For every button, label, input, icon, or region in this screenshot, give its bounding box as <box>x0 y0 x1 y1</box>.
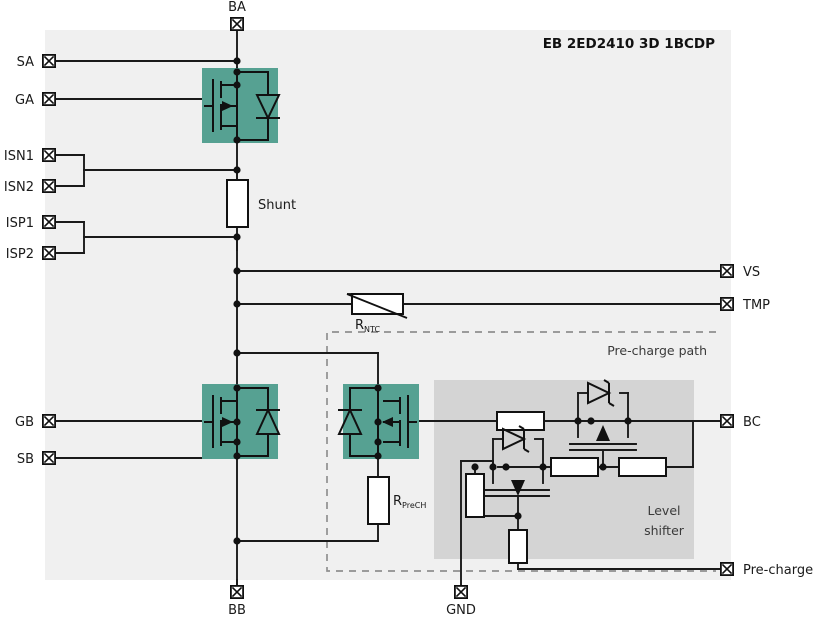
pad-TMP[interactable] <box>720 297 734 311</box>
terminal-label-BA: BA <box>228 0 246 15</box>
pad-GND[interactable] <box>454 585 468 599</box>
dot-pcfet-src2 <box>374 452 382 460</box>
terminal-label-ISN2: ISN2 <box>4 180 34 195</box>
ls-resistor-pulldown <box>465 473 485 518</box>
terminal-label-VS: VS <box>743 265 760 280</box>
ls-resistor-bottom <box>508 529 528 564</box>
dot-ls-l-pd <box>471 463 479 471</box>
mosfet-block-a <box>202 68 278 143</box>
dot-ls-u-mid <box>599 463 607 471</box>
dot-ls-u-right <box>624 417 632 425</box>
shunt-resistor <box>226 179 249 228</box>
rntc-label-sub: NTC <box>364 325 380 334</box>
mosfet-b-diode-triangle <box>255 407 281 435</box>
ls-zener-upper-triangle <box>587 381 612 405</box>
shunt-label: Shunt <box>258 198 296 213</box>
ls-zener-lower-triangle <box>502 427 527 451</box>
precharge-path-label: Pre-charge path <box>607 343 707 358</box>
terminal-label-ISP1: ISP1 <box>6 216 34 231</box>
dot-ls-l-left <box>489 463 497 471</box>
mosfet-a-diode-triangle <box>255 94 281 121</box>
terminal-label-PRECHARGE: Pre-charge <box>743 563 813 578</box>
dot-fetA-bulk <box>233 81 241 89</box>
dot-ls-l-gate-left <box>502 463 510 471</box>
ls-resistor-mid-left <box>550 457 599 477</box>
pad-BA[interactable] <box>230 17 244 31</box>
rntc-resistor <box>351 293 404 315</box>
pad-SB[interactable] <box>42 451 56 465</box>
rntc-slash <box>346 293 408 319</box>
level-shifter-label-1: Level <box>648 503 681 518</box>
pad-GB[interactable] <box>42 414 56 428</box>
terminal-label-GA: GA <box>15 93 34 108</box>
pad-BC[interactable] <box>720 414 734 428</box>
pad-SA[interactable] <box>42 54 56 68</box>
rprech-label-sub: PreCH <box>402 501 426 510</box>
dot-fetB-source <box>233 438 241 446</box>
mosfet-b-body-arrow <box>222 417 233 427</box>
terminal-label-ISP2: ISP2 <box>6 247 34 262</box>
pad-ISN1[interactable] <box>42 148 56 162</box>
ls-resistor-mid-right <box>618 457 667 477</box>
rprech-label: RPreCH <box>393 494 426 510</box>
pad-ISP1[interactable] <box>42 215 56 229</box>
dot-fetB-bulk <box>233 418 241 426</box>
level-shifter-label-2: shifter <box>644 523 685 538</box>
dot-fetA-source <box>233 136 241 144</box>
mosfet-pc-diode-triangle <box>337 407 363 435</box>
dot-fetA-drain <box>233 68 241 76</box>
terminal-label-GND: GND <box>446 603 476 618</box>
diagram-title: EB 2ED2410 3D 1BCDP <box>543 36 715 52</box>
dot-sa-node <box>233 57 241 65</box>
dot-ls-l-right <box>539 463 547 471</box>
ls-zener-upper-bar-tail <box>608 402 615 407</box>
dot-precharge-branch-node <box>233 349 241 357</box>
pad-VS[interactable] <box>720 264 734 278</box>
dot-isn-node <box>233 166 241 174</box>
dot-ls-u-gate-left <box>587 417 595 425</box>
precharge-path-boundary <box>326 331 716 572</box>
dot-prech-return-node <box>233 537 241 545</box>
terminal-label-SB: SB <box>17 452 34 467</box>
ls-upper-fet-arrow <box>596 425 610 441</box>
pad-GA[interactable] <box>42 92 56 106</box>
terminal-label-SA: SA <box>17 55 34 70</box>
ls-lower-fet-arrow <box>511 480 525 496</box>
junction-dots <box>233 57 632 545</box>
dot-pcfet-drain <box>374 384 382 392</box>
terminal-label-GB: GB <box>15 415 34 430</box>
mosfet-a-body-arrow <box>222 101 233 111</box>
rprech-resistor <box>367 476 390 525</box>
dot-pcfet-bulk <box>374 418 382 426</box>
ls-zener-lower-bar-tail2 <box>518 425 525 430</box>
mosfet-pc-body-arrow <box>382 417 393 427</box>
pad-PRECHARGE[interactable] <box>720 562 734 576</box>
pad-ISP2[interactable] <box>42 246 56 260</box>
dot-isp-node <box>233 233 241 241</box>
dot-sb-node <box>233 452 241 460</box>
terminal-label-BC: BC <box>743 415 761 430</box>
dot-ls-l-mid <box>514 512 522 520</box>
dot-pcfet-source <box>374 438 382 446</box>
rntc-label-main: R <box>355 318 364 333</box>
rntc-label: RNTC <box>355 318 380 334</box>
dot-vs-node <box>233 267 241 275</box>
terminal-label-TMP: TMP <box>742 298 770 313</box>
pad-ISN2[interactable] <box>42 179 56 193</box>
terminal-label-ISN1: ISN1 <box>4 149 34 164</box>
rprech-label-main: R <box>393 494 402 509</box>
dot-fetB-drain <box>233 384 241 392</box>
pad-BB[interactable] <box>230 585 244 599</box>
dot-ls-u-left <box>574 417 582 425</box>
ls-zener-upper-bar-tail2 <box>603 379 610 384</box>
terminal-label-BB: BB <box>228 603 246 618</box>
dot-tmp-node <box>233 300 241 308</box>
ls-resistor-input <box>496 411 545 431</box>
ls-zener-lower-bar-tail <box>523 448 530 453</box>
